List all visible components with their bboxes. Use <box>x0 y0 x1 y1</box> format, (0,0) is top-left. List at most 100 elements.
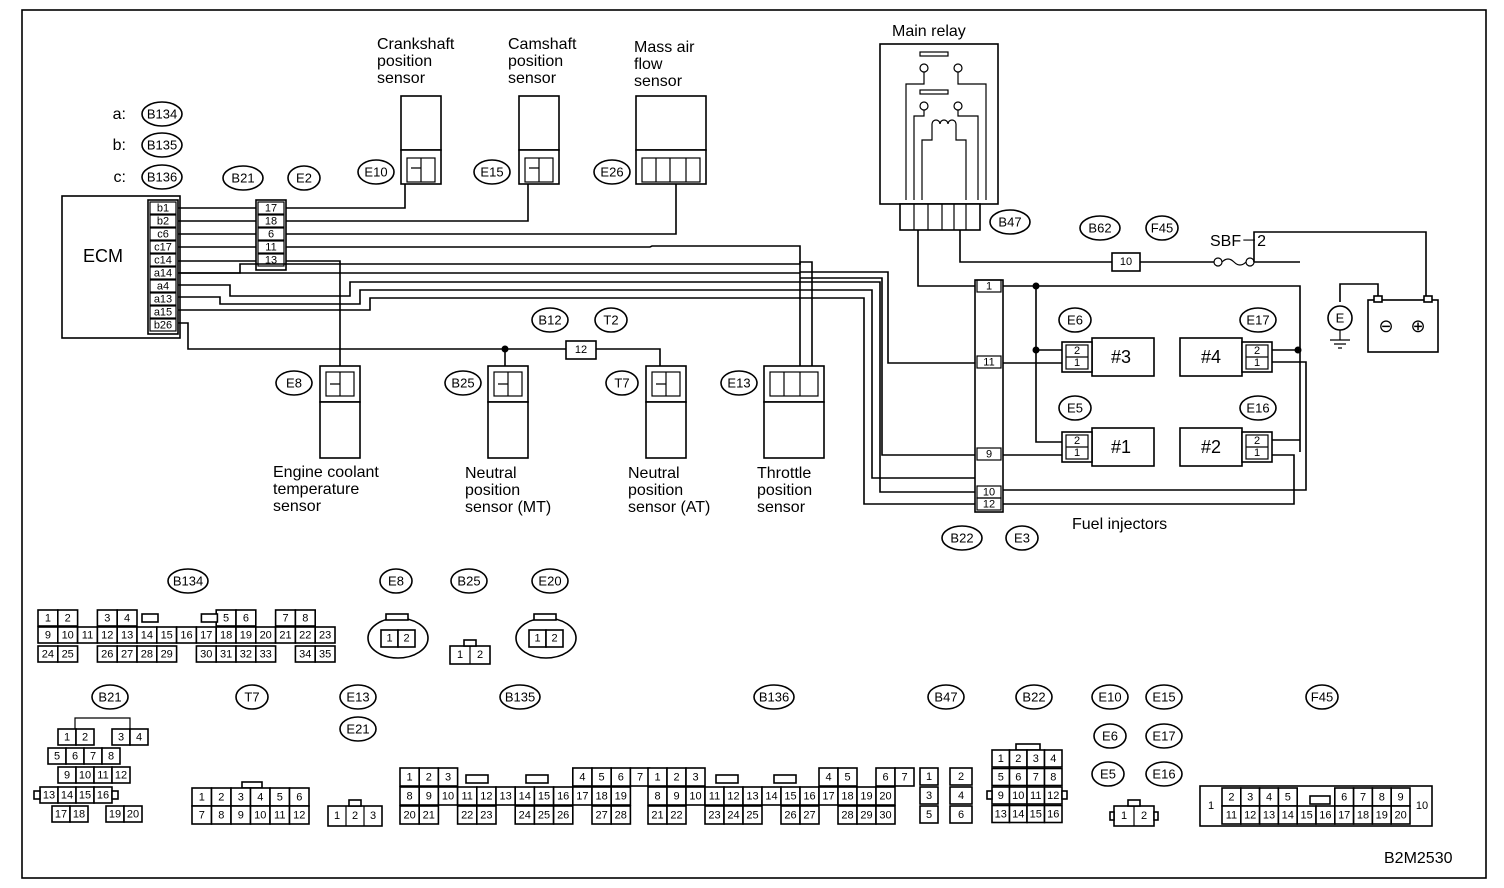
b136-pin-19: 19 <box>860 791 872 803</box>
ecm-pin-c6: c6 <box>157 229 169 241</box>
camshaft-tag: E15 <box>480 165 503 180</box>
b21-pin-14: 14 <box>61 790 73 802</box>
b21-pin-4: 4 <box>136 732 142 744</box>
b135-pin-27: 27 <box>595 810 607 822</box>
b135-pin-21-cell <box>418 805 440 825</box>
b12-pin: 12 <box>575 344 587 356</box>
crankshaft-label-3: sensor <box>377 70 426 87</box>
e15-view-tag: E15 <box>1152 690 1175 705</box>
e20-view-pin-2: 2 <box>551 633 557 645</box>
b22-pin-5: 5 <box>998 772 1004 784</box>
b21-pin-5: 5 <box>54 751 60 763</box>
connector-b25: B25 1 2 <box>449 568 491 665</box>
ecm-pin-a4: a4 <box>157 281 169 293</box>
b21-pin-20-cell <box>123 805 143 823</box>
b134-pin-8: 8 <box>302 613 308 625</box>
t7-view-tag: T7 <box>244 690 259 705</box>
f45-pin-20: 20 <box>1394 810 1406 822</box>
ecm-pin-cell <box>149 292 177 306</box>
b22-pin-8-cell <box>1043 767 1063 787</box>
throttle-tag: E13 <box>727 376 750 391</box>
b134-pin-10: 10 <box>62 630 74 642</box>
b22-view-tag: B22 <box>1022 690 1045 705</box>
e13-view-tag: E13 <box>346 690 369 705</box>
throttle-sensor: E13 Throttle position sensor <box>720 365 825 516</box>
connector-e13: E13 E21 1 2 3 <box>327 684 383 827</box>
battery-plus: ⊕ <box>1410 316 1425 336</box>
b134-pin-5: 5 <box>223 613 229 625</box>
b134-pin-29-cell <box>156 645 178 663</box>
b136-pin-29: 29 <box>860 810 872 822</box>
injector-3-pin-2: 2 <box>1074 345 1080 357</box>
injector-4-pin-2: 2 <box>1254 345 1260 357</box>
e16-view-tag: E16 <box>1152 767 1175 782</box>
b134-pin-2: 2 <box>65 613 71 625</box>
b134-pin-9: 9 <box>45 630 51 642</box>
b21-pin-11: 11 <box>97 770 108 782</box>
fuel-injectors-label: Fuel injectors <box>1072 516 1167 533</box>
neutral-mt-label-1: Neutral <box>465 465 517 482</box>
b21-pin-10: 10 <box>79 770 91 782</box>
t7-pin-3: 3 <box>238 792 244 804</box>
b136-pin-1: 1 <box>654 772 660 784</box>
b136-pin-26: 26 <box>784 810 796 822</box>
b134-pin-25-cell <box>56 645 79 663</box>
f45-pin-14: 14 <box>1282 810 1294 822</box>
b136-pin-4: 4 <box>825 772 831 784</box>
b134-pin-28: 28 <box>141 649 153 661</box>
ecm-pin-b1: b1 <box>157 203 169 215</box>
b134-pin-20: 20 <box>260 630 272 642</box>
f45-pin-13: 13 <box>1263 810 1275 822</box>
b135-pin-4: 4 <box>579 772 585 784</box>
b136-pin-22: 22 <box>670 810 682 822</box>
camshaft-label-1: Camshaft <box>508 36 577 53</box>
b22e3-pin-cell <box>976 279 1002 293</box>
b47-pin-1: 1 <box>926 771 932 783</box>
b21-pin-13: 13 <box>43 790 55 802</box>
b21e2-pin-cell <box>257 201 285 215</box>
b136-pin-25-cell <box>742 805 763 825</box>
b21e2-pin-17: 17 <box>265 203 277 215</box>
ecm-pin-c14: c14 <box>154 255 172 267</box>
fuel-injectors: E6 2 1 #3 E17 2 1 #4 E5 2 1 #1 E16 <box>1003 282 1307 533</box>
t7-pin-10: 10 <box>254 810 266 822</box>
b47-view-tag: B47 <box>934 690 957 705</box>
b21e2-pin-cell <box>257 253 285 267</box>
b134-pin-23: 23 <box>319 630 331 642</box>
b134-pin-25: 25 <box>62 649 74 661</box>
b134-pin-23-cell <box>314 626 336 644</box>
e20-view-tag: E20 <box>538 574 561 589</box>
camshaft-label-3: sensor <box>508 70 557 87</box>
f45-pin-11: 11 <box>1226 810 1237 822</box>
b134-pin-6-cell <box>235 609 257 627</box>
injector-2-tag: E16 <box>1246 401 1269 416</box>
f45-pin-5: 5 <box>1285 792 1291 804</box>
b136-view-tag: B136 <box>759 690 789 705</box>
b47-pin-2: 2 <box>958 771 964 783</box>
b134-pin-1: 1 <box>45 613 51 625</box>
b22-pin-2: 2 <box>1015 753 1021 765</box>
b135-pin-10: 10 <box>442 791 454 803</box>
b136-pin-3-cell <box>685 767 706 787</box>
injector-1-name: #1 <box>1111 437 1131 457</box>
b22e3-pin-cell <box>976 447 1002 461</box>
b136-pin-7-cell <box>894 767 915 787</box>
b136-pin-18: 18 <box>841 791 853 803</box>
f45-tag: F45 <box>1151 221 1173 236</box>
injector-2-pin-2: 2 <box>1254 435 1260 447</box>
f45-pin-3: 3 <box>1247 792 1253 804</box>
b136-pin-20: 20 <box>879 791 891 803</box>
b134-pin-7: 7 <box>282 613 288 625</box>
b21e2-pin-cell <box>257 214 285 228</box>
b134-pin-21: 21 <box>279 630 291 642</box>
b22-pin-8: 8 <box>1050 772 1056 784</box>
b135-pin-28: 28 <box>615 810 627 822</box>
e10-view-pin-2: 2 <box>1141 810 1147 822</box>
f45-pin-20-cell <box>1390 805 1411 825</box>
t7-pin-5: 5 <box>277 792 283 804</box>
map-letter-b: b: <box>113 137 126 154</box>
